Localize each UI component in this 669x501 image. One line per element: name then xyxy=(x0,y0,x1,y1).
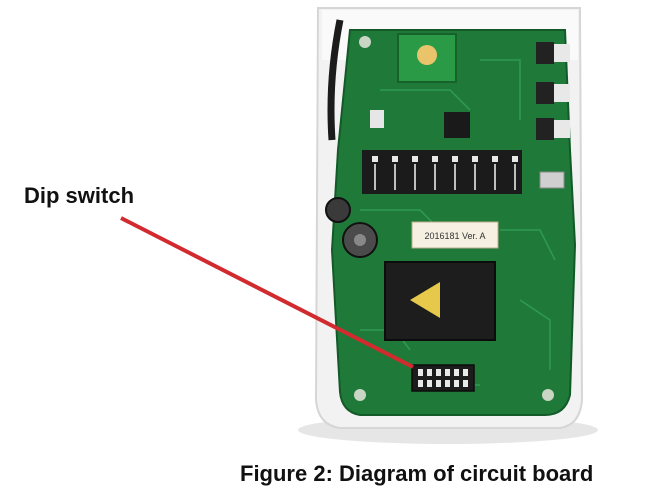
figure-caption: Figure 2: Diagram of circuit board xyxy=(240,461,594,486)
dip-switch-label: Dip switch xyxy=(24,183,135,208)
button-icon xyxy=(536,82,554,104)
mounting-hole xyxy=(354,389,366,401)
sensor-module-icon xyxy=(417,45,437,65)
board-label xyxy=(411,221,499,249)
usb-port xyxy=(539,171,565,189)
dip-switch-icon xyxy=(411,364,475,392)
connector xyxy=(370,110,384,128)
terminal-block xyxy=(362,150,522,194)
mounting-hole xyxy=(359,36,371,48)
sensor-module-icon xyxy=(410,282,440,318)
capacitor-icon xyxy=(325,197,351,223)
dip-switch xyxy=(411,364,475,392)
ic-chip xyxy=(444,112,470,138)
mounting-hole xyxy=(542,389,554,401)
button-icon xyxy=(536,118,554,140)
board-label-text: 2016181 Ver. A xyxy=(424,231,485,241)
cable xyxy=(327,19,344,141)
callout-line xyxy=(120,216,414,369)
push-buttons xyxy=(536,42,570,140)
capacitor xyxy=(325,197,378,258)
button-icon xyxy=(536,42,554,64)
